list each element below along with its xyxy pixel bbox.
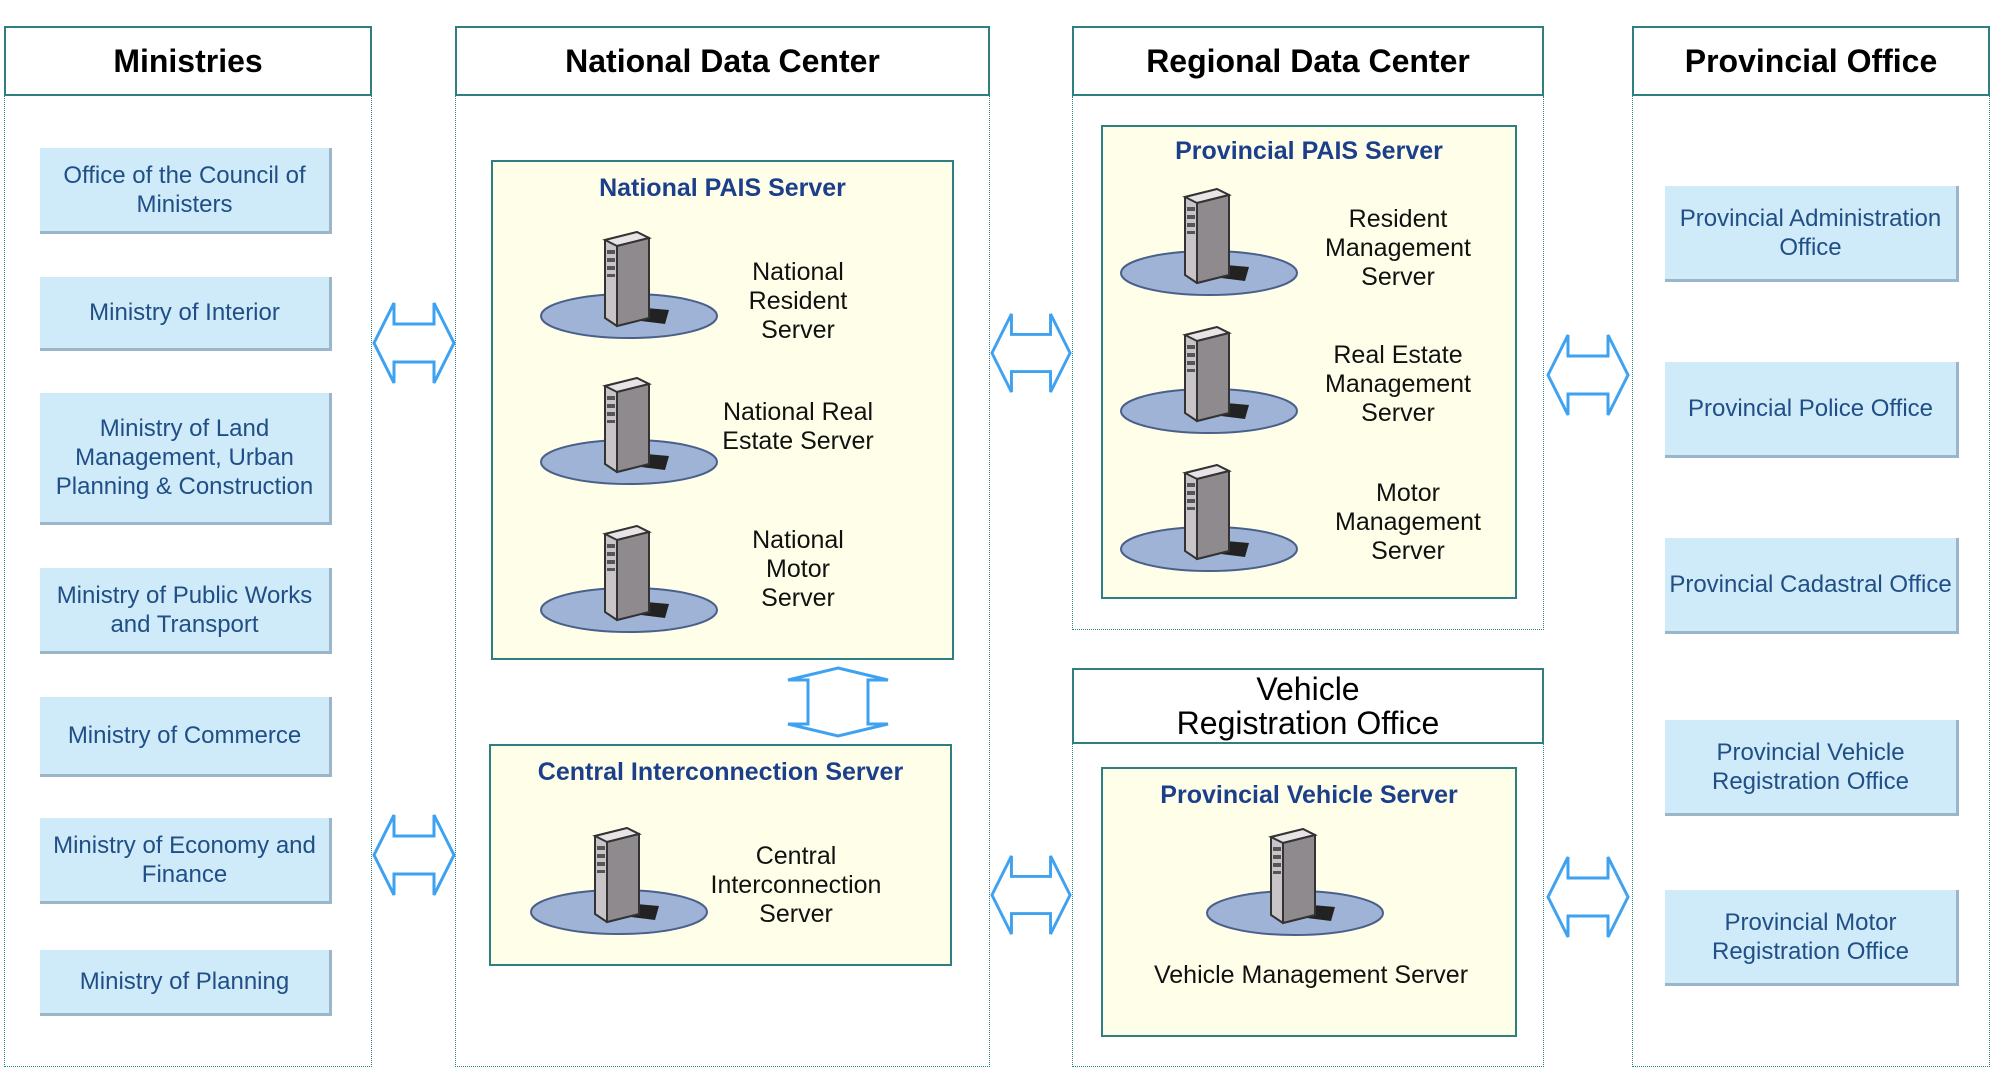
national-pais-panel: National PAIS Server National Resident S… xyxy=(491,160,954,660)
national-real-estate-server-label: National Real Estate Server xyxy=(722,398,874,455)
real-estate-management-server-icon xyxy=(1117,321,1307,441)
provincial-vehicle-registration-office-box: Provincial Vehicle Registration Office xyxy=(1665,720,1959,816)
provincial-vehicle-title: Provincial Vehicle Server xyxy=(1160,781,1458,809)
central-interconnection-server-label: Central Interconnection Server xyxy=(710,842,882,928)
provincial-cadastral-office-box: Provincial Cadastral Office xyxy=(1665,538,1959,634)
provincial-pais-title: Provincial PAIS Server xyxy=(1175,137,1443,165)
central-interconnection-title: Central Interconnection Server xyxy=(537,758,904,786)
national-motor-server-label: National Motor Server xyxy=(752,526,844,612)
ministry-box-council: Office of the Council of Ministers xyxy=(40,148,332,234)
ministry-box-land: Ministry of Land Management, Urban Plann… xyxy=(40,393,332,525)
provincial-vehicle-panel: Provincial Vehicle Server Vehicle Manage… xyxy=(1101,767,1517,1037)
ministry-box-economy: Ministry of Economy and Finance xyxy=(40,818,332,904)
vehicle-office-header: Vehicle Registration Office xyxy=(1072,668,1544,744)
ministry-box-interior: Ministry of Interior xyxy=(40,277,332,351)
regional-header: Regional Data Center xyxy=(1072,26,1544,96)
ministries-header: Ministries xyxy=(4,26,372,96)
motor-management-server-label: Motor Management Server xyxy=(1335,479,1481,565)
arrow-ministries-national-top xyxy=(372,300,456,386)
vertical-double-arrow xyxy=(786,666,890,738)
vehicle-management-server-label: Vehicle Management Server xyxy=(1153,961,1469,989)
ministry-box-public-works: Ministry of Public Works and Transport xyxy=(40,568,332,654)
national-resident-server-label: National Resident Server xyxy=(748,258,848,344)
arrow-vehicle-provincial xyxy=(1546,854,1630,940)
regional-column xyxy=(1072,96,1544,630)
provincial-motor-registration-office-box: Provincial Motor Registration Office xyxy=(1665,890,1959,986)
national-resident-server-icon xyxy=(537,226,727,346)
ministry-box-commerce: Ministry of Commerce xyxy=(40,697,332,777)
national-motor-server-icon xyxy=(537,520,727,640)
central-interconnection-panel: Central Interconnection Server Central I… xyxy=(489,744,952,966)
central-interconnection-server-icon xyxy=(527,822,717,942)
national-pais-title: National PAIS Server xyxy=(599,174,846,202)
ministry-box-planning: Ministry of Planning xyxy=(40,950,332,1016)
arrow-ministries-national-bottom xyxy=(372,812,456,898)
real-estate-management-server-label: Real Estate Management Server xyxy=(1325,341,1471,427)
arrow-national-vehicle xyxy=(990,852,1072,938)
provincial-pais-panel: Provincial PAIS Server Resident Manageme… xyxy=(1101,125,1517,599)
national-header: National Data Center xyxy=(455,26,990,96)
vehicle-management-server-icon xyxy=(1203,823,1393,943)
provincial-header: Provincial Office xyxy=(1632,26,1990,96)
provincial-police-office-box: Provincial Police Office xyxy=(1665,362,1959,458)
arrow-national-regional xyxy=(990,310,1072,396)
provincial-admin-office-box: Provincial Administration Office xyxy=(1665,186,1959,282)
motor-management-server-icon xyxy=(1117,459,1307,579)
resident-management-server-label: Resident Management Server xyxy=(1325,205,1471,291)
arrow-regional-provincial xyxy=(1546,332,1630,418)
resident-management-server-icon xyxy=(1117,183,1307,303)
